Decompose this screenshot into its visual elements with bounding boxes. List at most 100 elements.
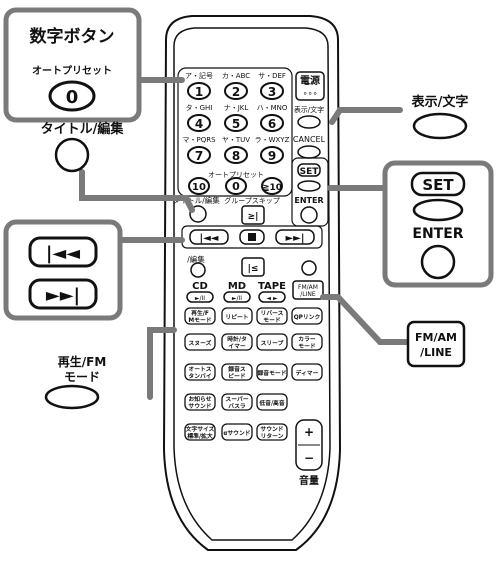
keypad-letter-label: マ・PQRS bbox=[182, 136, 216, 144]
row-play-0-button[interactable] bbox=[184, 307, 216, 325]
volume-label: 音量 bbox=[299, 474, 319, 487]
remote-prev-button[interactable] bbox=[189, 229, 229, 245]
keypad-2-label: 2 bbox=[232, 85, 240, 99]
keypad-6-button[interactable] bbox=[260, 114, 284, 132]
row-snooze-0-button[interactable] bbox=[184, 333, 216, 351]
keypad-letter-label: ハ・MNO bbox=[257, 104, 288, 112]
key-10-button[interactable] bbox=[188, 177, 210, 195]
callout-title-edit-button[interactable] bbox=[54, 137, 90, 173]
keypad-letter-label: ア・記号 bbox=[185, 71, 213, 80]
row-text-0-label: 標準/拡大 bbox=[187, 432, 213, 440]
row-play-3-label: QPリンク bbox=[294, 313, 321, 321]
keypad-7-button[interactable] bbox=[187, 146, 211, 164]
source-tape-label: TAPE bbox=[258, 281, 286, 292]
callout-next-button[interactable] bbox=[28, 278, 98, 310]
group-skip-prev-button[interactable] bbox=[241, 257, 265, 277]
key-gt10-label: ≧10 bbox=[262, 183, 282, 193]
row-auto-0-button[interactable] bbox=[184, 363, 216, 381]
row-notify-1-button[interactable] bbox=[221, 393, 253, 411]
callout-enter-button[interactable] bbox=[420, 244, 456, 280]
callout-play-fm-button[interactable] bbox=[44, 384, 100, 410]
row-text-1-button[interactable] bbox=[221, 423, 253, 441]
cancel-button[interactable] bbox=[297, 145, 321, 159]
row-auto-2-button[interactable] bbox=[256, 363, 288, 381]
row-snooze-3-button[interactable] bbox=[291, 333, 323, 351]
source-md-label: MD bbox=[228, 281, 246, 292]
key-gt10-button[interactable] bbox=[261, 177, 283, 195]
row-notify-1-label: バスラ bbox=[228, 403, 246, 410]
row-play-2-button[interactable] bbox=[256, 307, 288, 325]
enter-small-label: ENTER bbox=[294, 196, 323, 205]
keypad-2-button[interactable] bbox=[224, 82, 248, 100]
row-play-1-button[interactable] bbox=[221, 307, 253, 325]
set-small-button[interactable] bbox=[297, 163, 321, 177]
keypad-1-button[interactable] bbox=[187, 82, 211, 100]
row-play-0-label: Mモード bbox=[188, 317, 211, 324]
volume-down-icon: − bbox=[304, 451, 314, 465]
callout-numeric-box bbox=[3, 7, 142, 123]
source-play-icon: ►/II bbox=[195, 295, 205, 302]
remote-prev-icon: |◄◄ bbox=[199, 233, 218, 244]
title-edit-small-label: タイトル/編集 bbox=[172, 195, 220, 205]
source-tape-button[interactable] bbox=[258, 291, 286, 303]
callout-set-oval-button[interactable] bbox=[412, 198, 464, 222]
callout-set-label: SET bbox=[422, 176, 454, 194]
power-label: 電源 bbox=[300, 74, 320, 87]
callout-fm-am-line-button[interactable] bbox=[406, 320, 466, 368]
power-button[interactable] bbox=[295, 71, 325, 101]
callout-prev-button[interactable] bbox=[28, 236, 98, 268]
keypad-5-button[interactable] bbox=[224, 114, 248, 132]
fm-am-line-small-button[interactable] bbox=[292, 280, 324, 300]
callout-zero-button[interactable] bbox=[48, 80, 96, 112]
set-small-label: SET bbox=[300, 167, 320, 177]
row-notify-0-button[interactable] bbox=[184, 393, 216, 411]
keypad-letter-label: タ・GHI bbox=[186, 103, 213, 112]
group-skip-next-icon: ≥| bbox=[248, 212, 259, 222]
key-0-button[interactable] bbox=[225, 177, 247, 195]
keypad-4-button[interactable] bbox=[187, 114, 211, 132]
remote-next-button[interactable] bbox=[275, 229, 315, 245]
row-auto-3-button[interactable] bbox=[291, 363, 323, 381]
callout-play-fm-line1: 再生/FM bbox=[58, 354, 107, 369]
row-text-2-button[interactable] bbox=[256, 423, 288, 441]
group-skip-next-button[interactable] bbox=[241, 205, 265, 225]
auto-preset-small-label: オートプリセット bbox=[208, 171, 264, 179]
callout-display-char-button[interactable] bbox=[412, 112, 468, 140]
fm-am-small-label: FM/AM bbox=[298, 284, 318, 291]
keypad-letter-label: ナ・JKL bbox=[224, 104, 249, 112]
source-md-button[interactable] bbox=[223, 291, 251, 303]
set-small-oval-button[interactable] bbox=[297, 180, 321, 192]
remote-inner-panel bbox=[173, 27, 331, 541]
callout-fm-am-label: FM/AM bbox=[415, 331, 457, 344]
row-snooze-2-button[interactable] bbox=[256, 333, 288, 351]
leader-display-char bbox=[329, 107, 403, 125]
enter-small-button[interactable] bbox=[300, 206, 318, 224]
keypad-3-button[interactable] bbox=[260, 82, 284, 100]
edit-small-button[interactable] bbox=[190, 262, 206, 278]
keypad-9-label: 9 bbox=[268, 149, 276, 163]
row-notify-2-button[interactable] bbox=[256, 393, 288, 411]
group-skip-prev-icon: |≤ bbox=[248, 264, 259, 274]
line-small-label: /LINE bbox=[300, 291, 316, 298]
row-auto-2-label: 録音モード bbox=[258, 369, 287, 377]
display-char-small-label: 表示/文字 bbox=[294, 105, 324, 114]
key-0-label: 0 bbox=[232, 180, 240, 193]
keypad-letter-label: ラ・WXYZ bbox=[255, 136, 290, 144]
source-cd-button[interactable] bbox=[186, 291, 214, 303]
keypad-frame bbox=[177, 67, 293, 197]
keypad-9-button[interactable] bbox=[260, 146, 284, 164]
keypad-8-button[interactable] bbox=[224, 146, 248, 164]
row-notify-0-label: お知らせ bbox=[188, 395, 211, 403]
row-snooze-1-button[interactable] bbox=[221, 333, 253, 351]
row-auto-1-button[interactable] bbox=[221, 363, 253, 381]
right-small-button[interactable] bbox=[301, 260, 317, 276]
keypad-5-label: 5 bbox=[232, 117, 240, 131]
source-play-icon: ◄ ► bbox=[266, 295, 278, 302]
row-text-0-button[interactable] bbox=[184, 423, 216, 441]
callout-set-button[interactable] bbox=[410, 171, 466, 197]
row-play-3-button[interactable] bbox=[291, 307, 323, 325]
callout-play-fm-line2: モード bbox=[64, 370, 100, 384]
source-play-icon: ►/II bbox=[232, 295, 242, 302]
display-char-button[interactable] bbox=[297, 115, 321, 129]
